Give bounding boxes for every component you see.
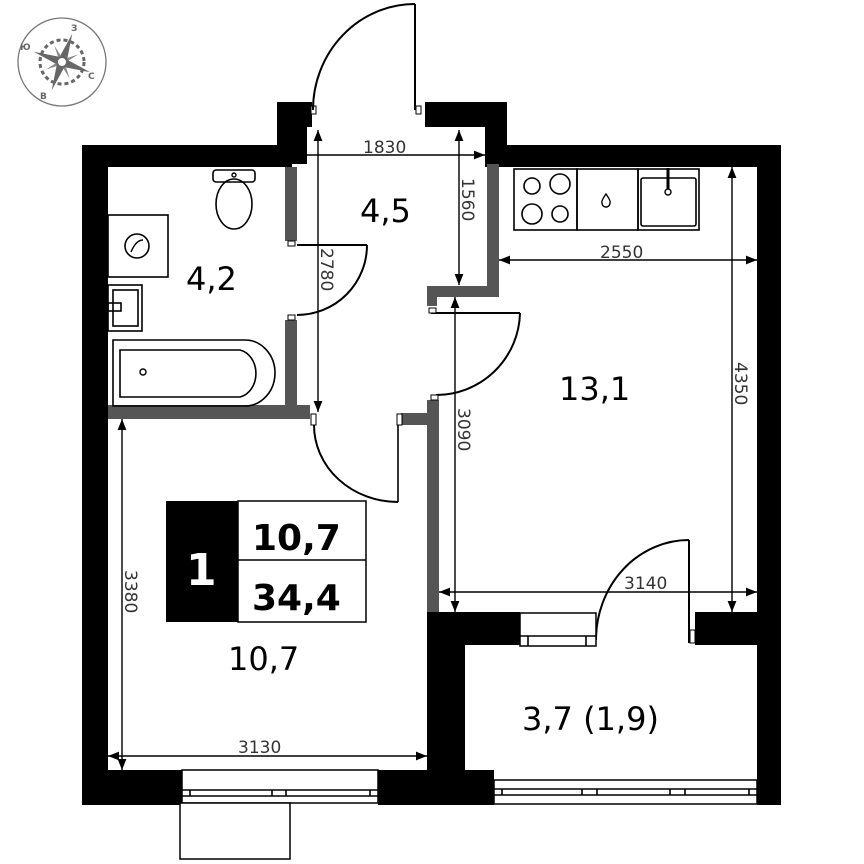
compass-north-label: С (88, 72, 95, 82)
total-area-value: 34,4 (252, 578, 341, 619)
room-labels: 4,2 4,5 13,1 10,7 3,7 (1,9) (186, 192, 659, 738)
bathroom-door[interactable] (287, 240, 368, 321)
kitchen-door[interactable] (428, 307, 521, 401)
living-area-value: 10,7 (252, 518, 341, 559)
stove-icon (513, 168, 578, 231)
interior-walls (108, 164, 499, 612)
kitchen-balcony-window (519, 612, 597, 647)
dim-bedroom-width: 3130 (238, 738, 281, 758)
dim-hallway-width: 1830 (363, 138, 406, 158)
compass-south-label: Ю (20, 43, 31, 53)
counter-icon (576, 168, 639, 231)
kitchen-sink-icon (637, 168, 700, 231)
balcony-area: 3,7 (1,9) (522, 700, 659, 738)
bedroom-door[interactable] (310, 413, 403, 503)
dimension-labels: 1830 1560 2780 2550 4350 3090 3140 3380 … (120, 138, 750, 758)
dim-kitchen-width: 3140 (624, 574, 667, 594)
dim-bedroom-height: 3380 (120, 570, 140, 613)
dim-kitchen-counter: 2550 (600, 243, 643, 263)
entrance-door[interactable] (310, 3, 422, 115)
sink-icon (107, 284, 143, 332)
compass-west-label: З (71, 24, 77, 34)
dim-kitchen-height: 4350 (730, 362, 750, 405)
dimension-lines (108, 130, 757, 770)
dim-bathroom-length: 2780 (316, 248, 336, 291)
dim-kitchen-wall: 3090 (453, 408, 473, 451)
dim-hallway-depth: 1560 (457, 178, 477, 221)
bedroom-area: 10,7 (228, 640, 299, 678)
rooms-count: 1 (186, 545, 217, 596)
exterior-walls (82, 102, 781, 805)
toilet-icon (212, 169, 256, 230)
kitchen-living-area: 13,1 (559, 370, 630, 408)
bathtub-icon (112, 339, 276, 407)
balcony-window (493, 779, 758, 805)
bedroom-window (179, 769, 379, 860)
summary-badge: 1 10,7 34,4 (166, 500, 367, 623)
compass-east-label: В (40, 92, 47, 102)
compass-icon: З Ю С В (17, 17, 107, 107)
hallway-area: 4,5 (360, 192, 411, 230)
washing-machine-icon (107, 214, 169, 278)
bathroom-area: 4,2 (186, 260, 237, 298)
